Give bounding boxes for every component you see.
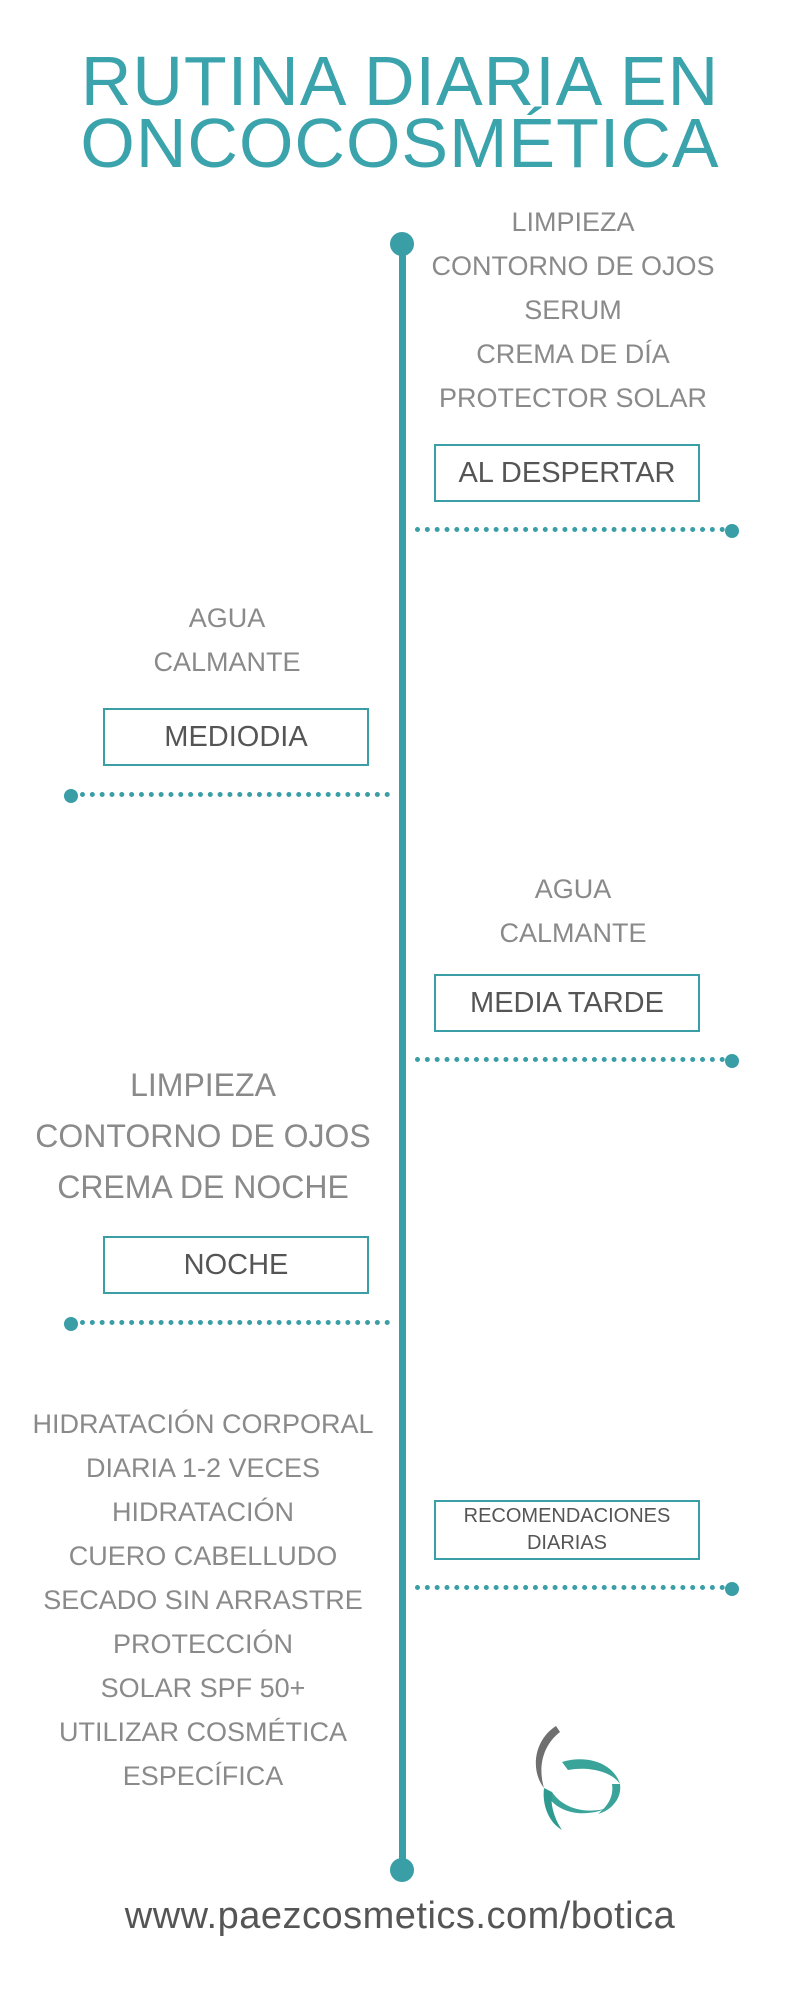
paez-cosmetics-logo-icon (535, 1726, 621, 1830)
list-item: CALMANTE (499, 918, 647, 948)
afternoon-connector (415, 1057, 725, 1062)
timeline-start-dot (390, 232, 414, 256)
list-item: SERUM (524, 295, 622, 325)
list-item: DIARIA 1-2 VECES (85, 1453, 321, 1483)
page-title: RUTINA DIARIA EN ONCOCOSMÉTICA (0, 42, 800, 182)
list-item: HIDRATACIÓN CORPORAL (32, 1409, 374, 1439)
morning-label-box: AL DESPERTAR (434, 444, 700, 502)
list-item: CREMA DE NOCHE (57, 1169, 349, 1205)
list-item: ESPECÍFICA (122, 1761, 284, 1791)
morning-connector-end-dot (725, 524, 739, 538)
night-label: NOCHE (183, 1248, 289, 1281)
recommendations-label-box: RECOMENDACIONES DIARIAS (434, 1500, 700, 1560)
morning-connector (415, 527, 725, 532)
recommendations-connector (415, 1585, 725, 1590)
morning-items: LIMPIEZA CONTORNO DE OJOS SERUM CREMA DE… (418, 200, 728, 420)
recommendation-items: HIDRATACIÓN CORPORAL DIARIA 1-2 VECES HI… (10, 1402, 396, 1798)
recommendations-connector-end-dot (725, 1582, 739, 1596)
midday-connector (80, 792, 390, 797)
midday-connector-end-dot (64, 789, 78, 803)
title-line-2: ONCOCOSMÉTICA (80, 104, 720, 182)
night-label-box: NOCHE (103, 1236, 369, 1294)
list-item: AGUA (534, 874, 612, 904)
list-item: AGUA (188, 603, 266, 633)
midday-label: MEDIODIA (164, 720, 308, 753)
midday-items: AGUA CALMANTE (72, 596, 382, 684)
afternoon-label-box: MEDIA TARDE (434, 974, 700, 1032)
list-item: UTILIZAR COSMÉTICA (58, 1717, 348, 1747)
night-connector (80, 1320, 390, 1325)
afternoon-label: MEDIA TARDE (470, 986, 664, 1019)
timeline-end-dot (390, 1858, 414, 1882)
title-line-1: RUTINA DIARIA EN (80, 42, 720, 120)
night-connector-end-dot (64, 1317, 78, 1331)
list-item: PROTECTOR SOLAR (438, 383, 708, 413)
list-item: SOLAR SPF 50+ (100, 1673, 306, 1703)
list-item: CONTORNO DE OJOS (35, 1118, 371, 1154)
list-item: PROTECCIÓN (112, 1629, 293, 1659)
afternoon-items: AGUA CALMANTE (418, 867, 728, 955)
list-item: SECADO SIN ARRASTRE (43, 1585, 363, 1615)
footer-url: www.paezcosmetics.com/botica (124, 1895, 676, 1937)
list-item: CONTORNO DE OJOS (431, 251, 715, 281)
recommendations-label-line-1: RECOMENDACIONES (463, 1505, 671, 1527)
list-item: LIMPIEZA (511, 207, 635, 237)
afternoon-connector-end-dot (725, 1054, 739, 1068)
night-items: LIMPIEZA CONTORNO DE OJOS CREMA DE NOCHE (20, 1060, 386, 1213)
recommendations-label-line-2: DIARIAS (526, 1532, 608, 1554)
list-item: CREMA DE DÍA (476, 339, 670, 369)
list-item: HIDRATACIÓN (112, 1497, 294, 1527)
timeline-line (399, 242, 406, 1870)
morning-label: AL DESPERTAR (458, 456, 676, 489)
list-item: LIMPIEZA (130, 1067, 276, 1103)
list-item: CUERO CABELLUDO (68, 1541, 338, 1571)
list-item: CALMANTE (153, 647, 301, 677)
midday-label-box: MEDIODIA (103, 708, 369, 766)
